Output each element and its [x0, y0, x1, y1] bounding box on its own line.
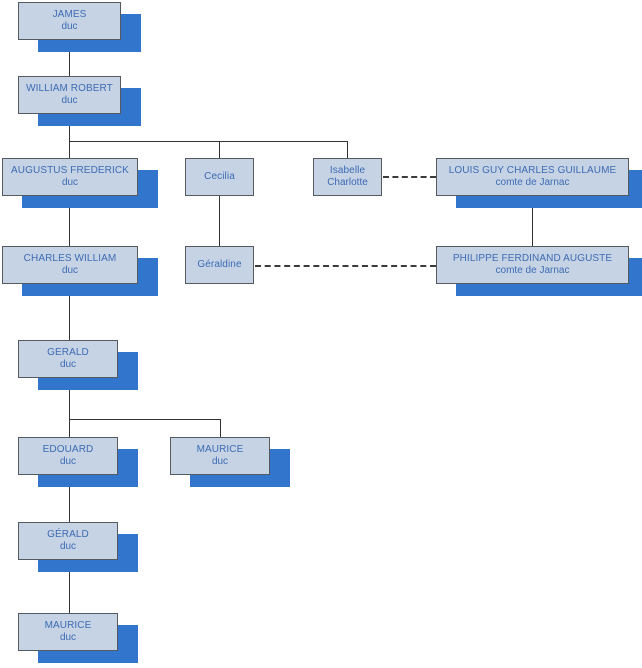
connector-gerald-to-siblingbar [69, 378, 70, 419]
marriage-line-geraldine-philippe [255, 265, 436, 267]
connector-sibling-bar-gen6 [69, 419, 220, 420]
node-name: Isabelle [329, 164, 366, 176]
node-name: JAMES [52, 8, 87, 20]
node-title: comte de Jarnac [495, 265, 570, 276]
connector-bar-to-edouard [69, 419, 70, 437]
connector-louis-to-philippe [532, 196, 533, 246]
connector-sibling-bar-gen3 [69, 141, 348, 142]
node-title: duc [61, 21, 78, 32]
node-title: duc [59, 456, 77, 467]
node-name: GERALD [47, 346, 89, 358]
connector-augustus-to-charles [69, 196, 70, 246]
node-title: Charlotte [327, 177, 368, 188]
node-title: duc [59, 632, 77, 643]
node-title: comte de Jarnac [495, 177, 570, 188]
node-title: duc [61, 95, 78, 106]
node-name: GÉRALD [47, 528, 89, 540]
node-name: MAURICE [44, 619, 92, 631]
node-title: duc [59, 359, 77, 370]
node-geraldine[interactable]: Géraldine [185, 246, 254, 284]
connector-james-to-william [69, 40, 70, 76]
node-name: PHILIPPE FERDINAND AUGUSTE [452, 252, 613, 264]
node-cecilia[interactable]: Cecilia [185, 158, 254, 196]
connector-bar-to-augustus [69, 141, 70, 158]
node-title: duc [59, 541, 77, 552]
connector-bar-to-cecilia [219, 141, 220, 158]
connector-charles-to-gerald [69, 284, 70, 340]
node-name: EDOUARD [42, 443, 94, 455]
connector-edouard-to-gerald2 [69, 475, 70, 522]
node-name: CHARLES WILLIAM [23, 252, 117, 264]
node-name: WILLIAM ROBERT [26, 82, 113, 94]
connector-bar-to-isabelle [347, 141, 348, 158]
node-title: duc [61, 177, 79, 188]
node-title: duc [211, 456, 229, 467]
marriage-line-isabelle-louis [383, 176, 436, 178]
connector-cecilia-to-geraldine [219, 196, 220, 246]
node-name: MAURICE [196, 443, 244, 455]
node-name: Géraldine [197, 258, 242, 270]
node-name: LOUIS GUY CHARLES GUILLAUME [448, 164, 617, 176]
node-name: AUGUSTUS FREDERICK [11, 164, 129, 176]
node-title: duc [61, 265, 79, 276]
connector-william-to-siblingbar [69, 114, 70, 141]
connector-bar-to-maurice [220, 419, 221, 437]
node-name: Cecilia [204, 170, 235, 182]
connector-gerald2-to-maurice2 [69, 560, 70, 613]
